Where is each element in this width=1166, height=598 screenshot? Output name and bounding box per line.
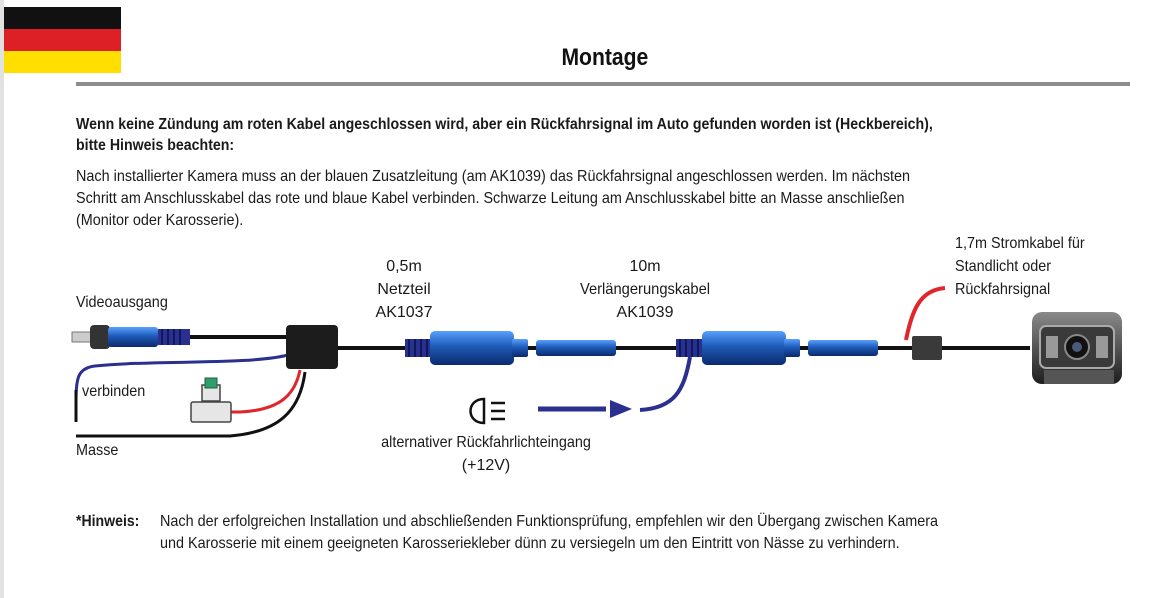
power-splice	[912, 336, 942, 360]
note-label: *Hinweis:	[76, 513, 140, 530]
camera-cable-plug	[808, 340, 878, 356]
rca-video-connector-icon	[71, 325, 190, 349]
extension-length-label: 10m	[629, 258, 661, 275]
headlight-icon	[469, 397, 505, 425]
red-wire	[200, 369, 302, 414]
junction-box	[286, 325, 338, 369]
black-ground-wire	[76, 371, 307, 438]
power-cable-label-line1: 1,7m Stromkabel für	[955, 235, 1085, 252]
psu-code-label: AK1037	[375, 304, 433, 321]
left-margin-rule	[0, 0, 4, 598]
alt-input-label-line1: alternativer Rückfahrlichteingang	[381, 434, 591, 451]
psu-length-label: 0,5m	[386, 258, 422, 275]
psu-name-label: Netzteil	[377, 281, 431, 298]
intro-body-line3: (Monitor oder Karosserie).	[76, 212, 244, 229]
power-cable-label-line3: Rückfahrsignal	[955, 281, 1051, 298]
title-divider	[76, 82, 1130, 86]
extension-code-label: AK1039	[616, 304, 674, 321]
note-line1: Nach der erfolgreichen Installation und …	[160, 513, 939, 530]
flag-stripe-black	[4, 7, 121, 29]
german-flag	[4, 7, 121, 73]
extension-name-label: Verlängerungskabel	[579, 281, 711, 298]
alt-input-blue-wire	[639, 356, 692, 412]
extension-plug-left-icon	[536, 340, 616, 356]
flag-stripe-gold	[4, 51, 121, 73]
video-out-label: Videoausgang	[76, 294, 168, 311]
power-cable-label-line2: Standlicht oder	[955, 258, 1052, 275]
intro-heading-line1: Wenn keine Zündung am roten Kabel angesc…	[76, 116, 933, 133]
intro-body-line1: Nach installierter Kamera muss an der bl…	[76, 168, 911, 185]
note-line2: und Karosserie mit einem geeigneten Karo…	[160, 535, 900, 552]
intro-heading-line2: bitte Hinweis beachten:	[76, 137, 235, 154]
camera-icon	[1032, 312, 1122, 384]
psu-connector-icon	[405, 331, 528, 365]
connect-label: verbinden	[82, 383, 146, 400]
intro-body-line2: Schritt am Anschlusskabel das rote und b…	[76, 190, 905, 207]
fuse-holder-icon	[190, 377, 232, 423]
blue-wire	[74, 353, 289, 401]
flag-stripe-red	[4, 29, 121, 51]
red-power-wire	[904, 286, 946, 341]
extension-plug-right-icon	[676, 331, 800, 365]
alt-input-arrow-head	[610, 400, 632, 418]
alt-input-label-line2: (+12V)	[461, 457, 511, 474]
ground-label: Masse	[76, 442, 119, 459]
page-title: Montage	[561, 44, 649, 71]
